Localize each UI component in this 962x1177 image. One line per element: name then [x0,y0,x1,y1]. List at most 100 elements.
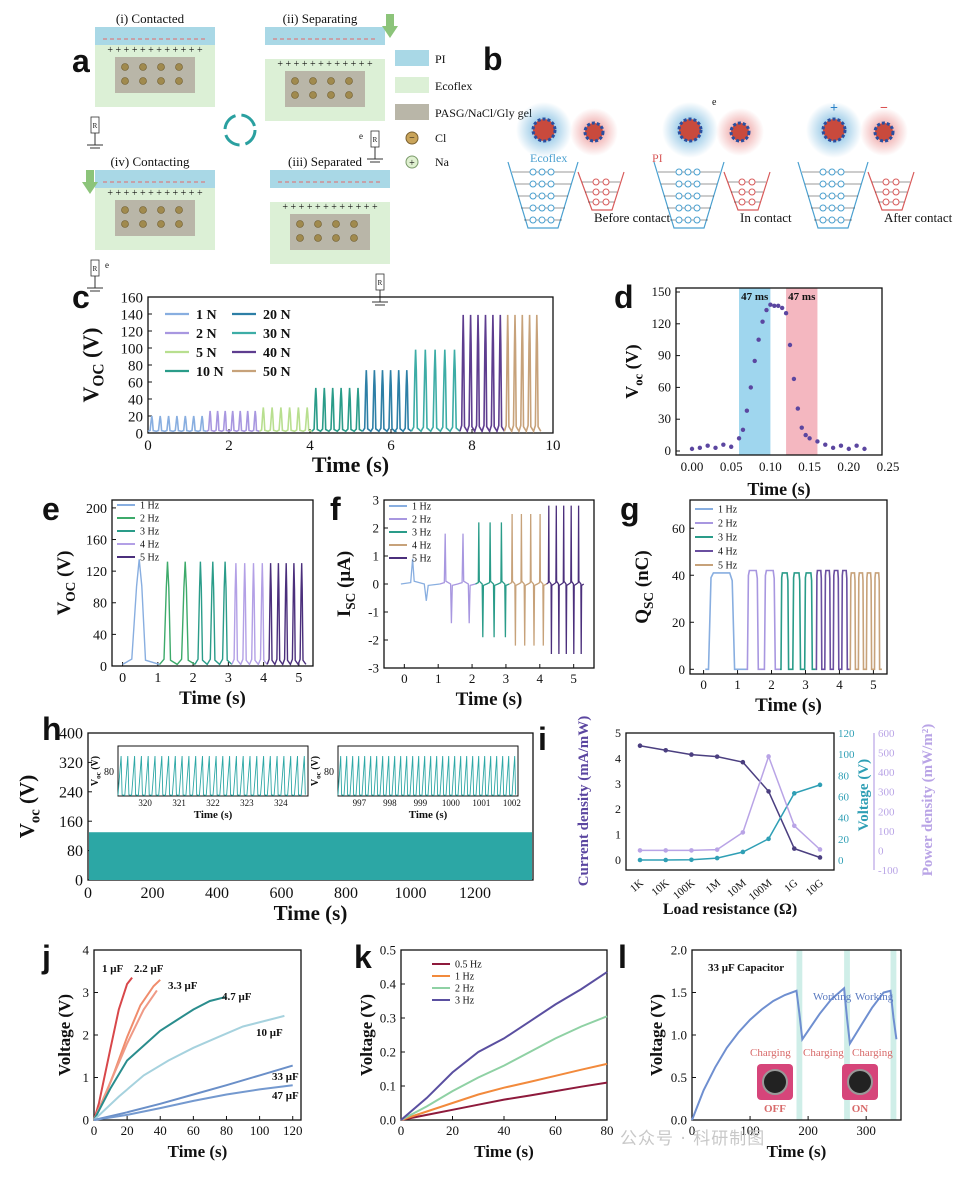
x-tick-label: 8 [468,438,476,454]
electron [819,168,827,176]
positive-charges: + + + + + + + + + + + + [277,59,373,70]
y-tick-label-right2: 600 [878,728,895,740]
x-tick-label: 6 [387,438,395,454]
pi-layer [270,170,390,188]
pi-atom [873,121,895,143]
y-tick-label: 90 [658,348,671,363]
series-50N [503,314,542,434]
y-tick-label: -1 [368,605,379,620]
x-axis-label: Time (s) [179,688,246,709]
series-2Hz [400,1015,608,1121]
electron [529,216,537,224]
series-5Hz [266,563,307,666]
ion [327,77,335,85]
legend-entry: 1 Hz [455,972,475,983]
electron [602,198,610,206]
electron [684,216,692,224]
series-label: 10 μF [256,1027,283,1039]
y-tick-label: 60 [128,375,143,391]
y-tick-label: 1.5 [671,985,687,1000]
x-axis-label: Time (s) [767,1142,827,1161]
inset-x-tick-label: 1002 [503,798,521,808]
x-tick-label: 400 [205,885,229,902]
electron [828,180,836,188]
legend-entry: 2 Hz [455,984,475,995]
pi-well [867,171,915,211]
panel-label-j: j [41,939,51,975]
category-label: 100M [747,877,775,903]
electron-label: e [359,131,363,141]
y-tick-label-right2: 100 [878,826,895,838]
x-tick-label: 40 [498,1123,511,1138]
series-Current-density [639,744,821,859]
x-tick-label: 5 [570,671,577,686]
data-point [744,408,750,413]
series-3Hz [400,971,608,1121]
y-tick-label: 60 [658,379,671,394]
series-Power-density [640,754,821,852]
negative-sign: − [880,101,888,116]
y-tick-label: 20 [672,615,685,630]
y-tick-label: 40 [128,392,143,408]
y-tick-label-left: 0 [615,853,621,867]
series-05Hz [400,1081,608,1121]
data-point [766,754,771,759]
ion [175,63,183,71]
positive-sign: + [830,101,838,116]
step-label: (iv) Contacting [110,154,190,169]
data-point [697,445,703,451]
inset-series [117,755,306,796]
data-point [838,443,844,448]
band-label: 47 ms [741,291,769,303]
category-label: 10M [725,877,749,900]
ion [121,206,129,214]
x-tick-label: 0.05 [720,459,743,474]
electron [547,192,555,200]
y-tick-label: 2.0 [671,943,687,958]
electron [748,198,756,206]
inset-x-tick-label: 323 [240,798,254,808]
data-point [689,752,694,757]
x-tick-label: 1 [435,671,442,686]
x-axis-label: Time (s) [274,901,348,925]
plot-frame [111,499,314,667]
ion [121,63,129,71]
voltage-band [89,832,532,880]
x-tick-label: 3 [802,677,809,692]
x-tick-label: 1 [154,671,161,686]
electron [538,204,546,212]
data-point [779,305,785,311]
down-arrow-icon [82,170,98,194]
legend-entry: 3 Hz [455,996,475,1007]
legend-entry: 2 Hz [412,515,432,526]
y-axis-label: Voltage (V) [55,994,74,1076]
y-tick-label: 100 [121,341,144,357]
ion [332,220,340,228]
y-tick-label: 150 [652,284,672,299]
electron [748,178,756,186]
series-label: 33 μF [272,1071,299,1083]
x-tick-label: 4 [836,677,843,692]
y-tick-label: 120 [86,565,107,580]
ion [157,206,165,214]
y-tick-label: 0 [75,873,83,890]
series-33μF [93,989,158,1121]
ion [332,234,340,242]
inset-frame [337,745,519,797]
series-label: 1 μF [102,963,123,975]
series-1μF [93,976,133,1121]
x-tick-label: 0 [398,1123,405,1138]
plot-frame [625,732,835,871]
data-point [764,307,769,313]
series-2Hz [439,533,476,624]
electron [592,198,600,206]
legend-entry: 5 N [196,346,217,361]
y-tick-label: 0.0 [380,1113,396,1128]
data-point [729,444,734,449]
panel-label-k: k [354,939,372,975]
inset-x-tick-label: 324 [274,798,288,808]
legend-entry: 1 Hz [412,502,432,513]
x-tick-label: 20 [121,1123,134,1138]
